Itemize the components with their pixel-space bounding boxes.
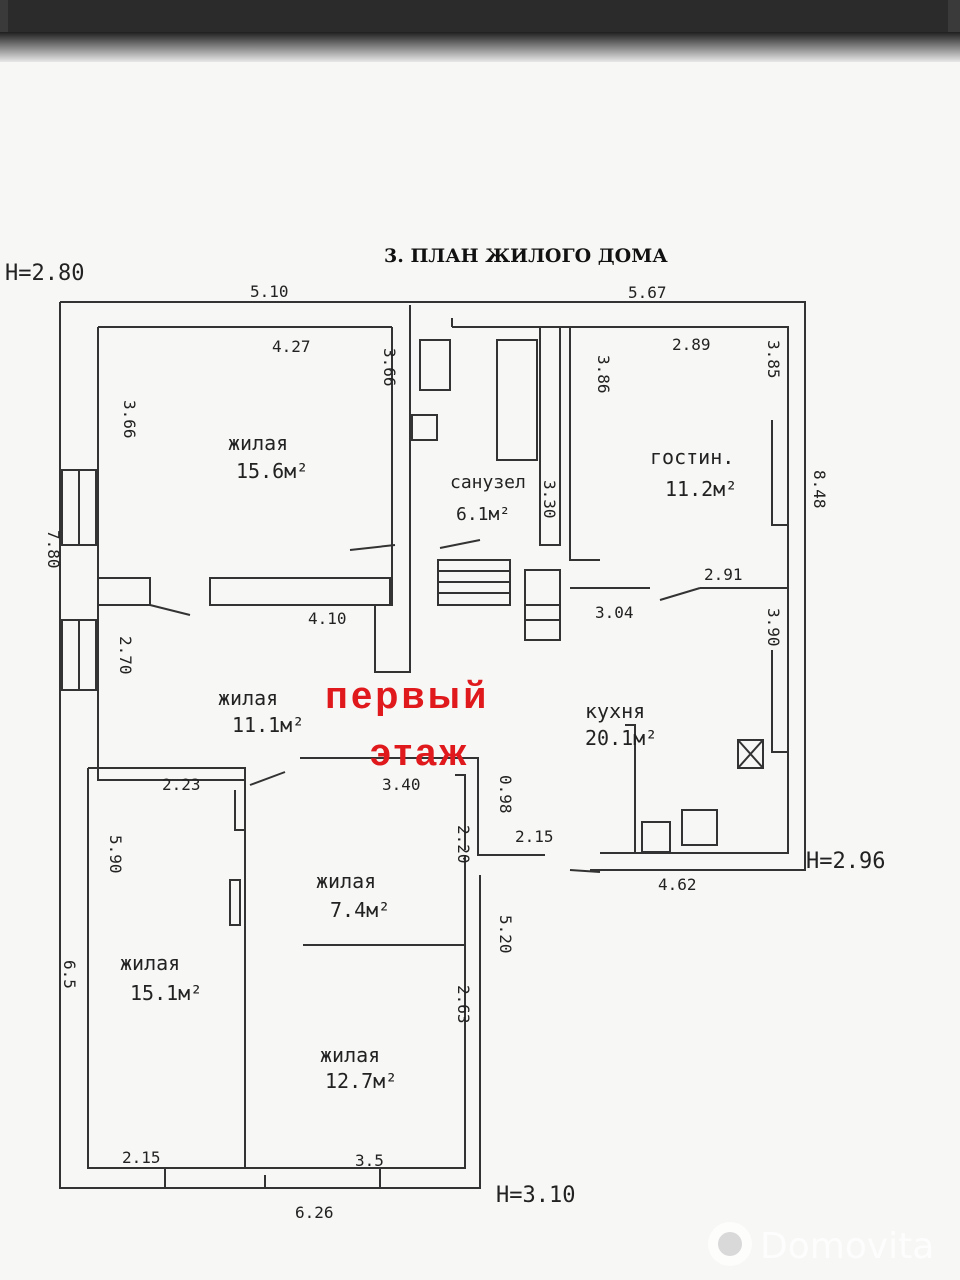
stairs <box>437 559 561 641</box>
floor-label-line1: первый <box>325 675 489 717</box>
wall-hall-2 <box>209 577 391 606</box>
wall-bedroom-right <box>374 305 411 673</box>
wall-bath <box>451 318 600 561</box>
dim-label: 6.26 <box>295 1203 334 1222</box>
room-name: жилая <box>320 1043 380 1067</box>
kitchen-wall <box>625 724 636 852</box>
dim-label: 3.66 <box>380 348 399 387</box>
room-area: 11.1м² <box>232 713 304 737</box>
dim-label: 3.5 <box>355 1151 384 1170</box>
dim-label: 5.67 <box>628 283 667 302</box>
room-name: кухня <box>585 699 645 723</box>
dim-label: 7.80 <box>44 530 63 569</box>
wall-hall-1 <box>98 577 151 606</box>
dim-label: 8.48 <box>810 470 829 509</box>
height-bottom: H=3.10 <box>496 1183 575 1208</box>
lower-partition <box>244 790 465 1168</box>
door-swing-1 <box>149 539 701 873</box>
sink-kitchen <box>641 821 671 853</box>
height-right: H=2.96 <box>806 849 885 874</box>
dim-label: 3.04 <box>595 603 634 622</box>
dim-label: 5.20 <box>496 915 515 954</box>
plan-title: 3. ПЛАН ЖИЛОГО ДОМА <box>384 245 668 267</box>
dim-label: 2.63 <box>454 985 473 1024</box>
dim-label: 2.91 <box>704 565 743 584</box>
stove <box>681 809 718 846</box>
room-area: 6.1м² <box>456 504 510 525</box>
vent <box>737 739 764 769</box>
dim-label: 2.23 <box>162 775 201 794</box>
dim-label: 2.70 <box>116 636 135 675</box>
room-name: жилая <box>316 869 376 893</box>
dim-label: 5.90 <box>106 835 125 874</box>
sheet-edge-shadow <box>0 32 960 62</box>
room-name: гостин. <box>650 445 734 469</box>
dim-label: 2.20 <box>454 825 473 864</box>
room-area: 20.1м² <box>585 726 657 750</box>
dim-label: 2.15 <box>122 1148 161 1167</box>
height-top-left: H=2.80 <box>5 261 84 286</box>
room-area: 15.1м² <box>130 981 202 1005</box>
dim-label: 3.86 <box>594 355 613 394</box>
dim-label: 2.89 <box>672 335 711 354</box>
dim-label: 3.40 <box>382 775 421 794</box>
room-area: 7.4м² <box>330 898 390 922</box>
dim-label: 3.90 <box>764 608 783 647</box>
room-name: жилая <box>218 686 278 710</box>
room-name: санузел <box>450 472 526 493</box>
floor-label-line2: этаж <box>370 732 469 774</box>
dim-label: 4.27 <box>272 337 311 356</box>
room-area: 11.2м² <box>665 477 737 501</box>
room-name: жилая <box>120 951 180 975</box>
sink <box>411 414 438 441</box>
outer-wall-inner <box>98 326 789 854</box>
dim-label: 3.30 <box>540 480 559 519</box>
left-outer-wall <box>59 302 481 1189</box>
dim-label: 3.85 <box>764 340 783 379</box>
room-name: жилая <box>228 431 288 455</box>
dim-label: 5.10 <box>250 282 289 301</box>
door-marks <box>164 774 466 1189</box>
outer-wall <box>60 301 806 871</box>
window-left-1 <box>61 469 97 546</box>
room-area: 12.7м² <box>325 1069 397 1093</box>
left-inner-wall <box>97 327 545 856</box>
watermark-text: Domovita <box>760 1226 934 1267</box>
window-right-1 <box>771 420 788 753</box>
shower-tray <box>496 339 538 461</box>
dim-label: 2.15 <box>515 827 554 846</box>
dim-label: 4.10 <box>308 609 347 628</box>
watermark: Domovita <box>708 1222 934 1267</box>
dim-label: 6.5 <box>60 960 79 989</box>
window-left-2 <box>61 619 97 691</box>
dark-background-band <box>0 0 960 32</box>
dim-label: 3.66 <box>120 400 139 439</box>
dim-label: 4.62 <box>658 875 697 894</box>
bathtub <box>419 339 451 391</box>
dim-label: 0.98 <box>496 775 515 814</box>
room-area: 15.6м² <box>236 459 308 483</box>
